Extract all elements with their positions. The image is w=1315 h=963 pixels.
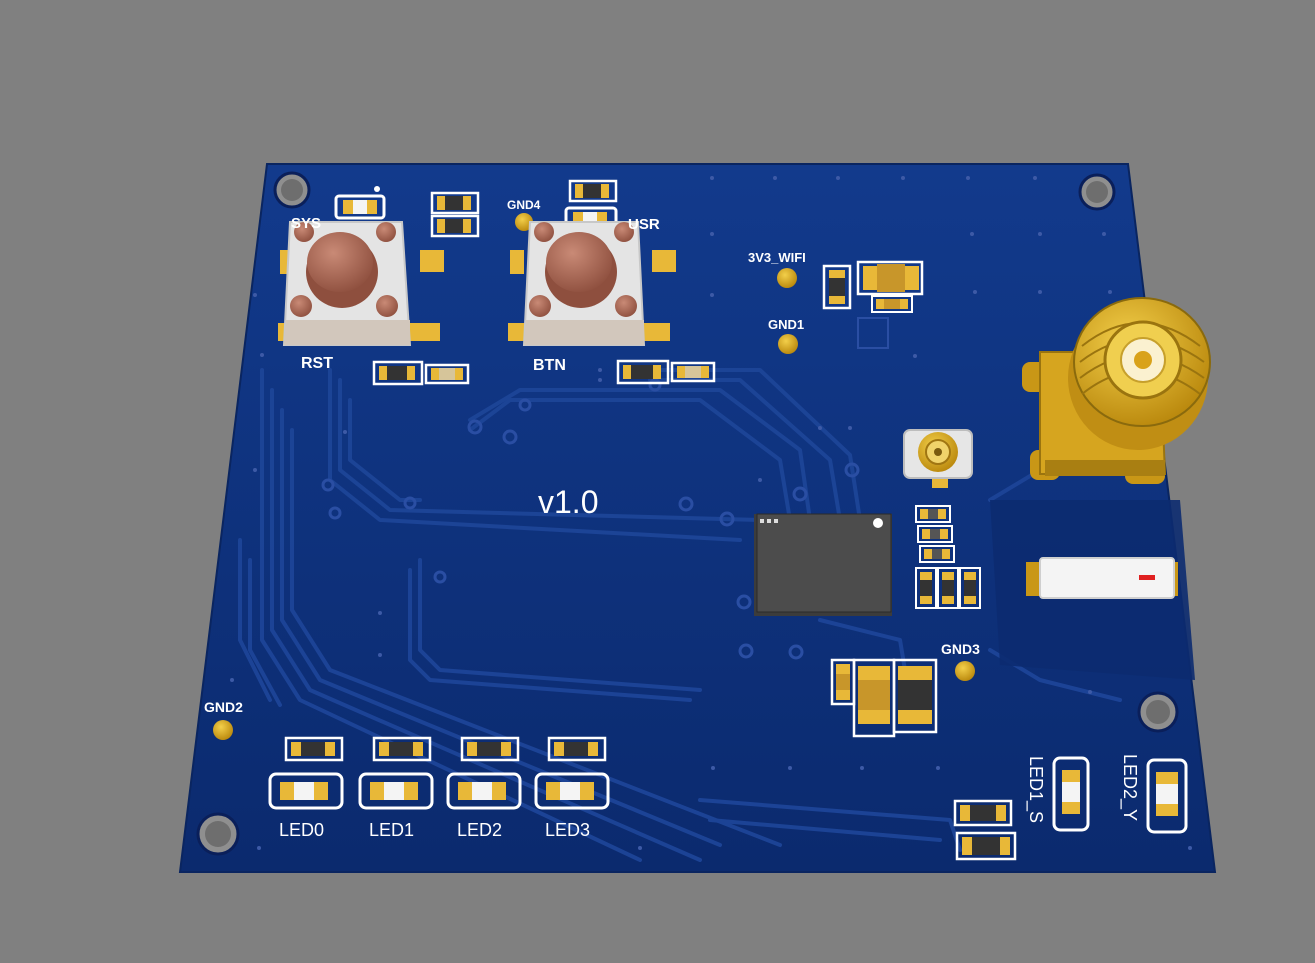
label-gnd3: GND3 — [941, 641, 980, 657]
label-led3: LED3 — [545, 820, 590, 840]
label-led2-y: LED2_Y — [1119, 754, 1140, 821]
label-btn: BTN — [533, 357, 566, 374]
sys-led — [334, 186, 386, 220]
wifi-power-components — [822, 260, 924, 349]
mounting-hole-icon — [1137, 691, 1179, 733]
resistor-group-top — [430, 179, 618, 238]
mounting-hole-icon — [273, 171, 311, 209]
led-row — [268, 736, 610, 810]
via-group — [230, 176, 1192, 852]
label-gnd2: GND2 — [204, 699, 243, 715]
label-rst: RST — [301, 355, 333, 372]
test-point-gnd1 — [778, 334, 798, 354]
mounting-hole-icon — [1078, 173, 1116, 211]
label-sys: SYS — [291, 215, 321, 232]
via-ring-group — [321, 378, 860, 660]
label-gnd4: GND4 — [507, 198, 541, 212]
tactile-switch-icon[interactable] — [278, 221, 444, 346]
label-led1-s: LED1_S — [1025, 756, 1046, 823]
led1-component — [358, 736, 434, 810]
ufl-connector-icon — [903, 429, 973, 488]
label-led0: LED0 — [279, 820, 324, 840]
label-led2: LED2 — [457, 820, 502, 840]
version-label: v1.0 — [538, 484, 598, 520]
led2-component — [446, 736, 522, 810]
power-components — [830, 658, 938, 738]
label-usr: USR — [628, 216, 660, 233]
chip-antenna — [1026, 557, 1178, 599]
sma-connector-icon — [1022, 297, 1211, 484]
label-led1: LED1 — [369, 820, 414, 840]
test-point-gnd3 — [955, 661, 975, 681]
test-point-gnd4 — [515, 213, 533, 231]
led3-component — [534, 736, 610, 810]
label-gnd1: GND1 — [768, 317, 804, 332]
mcu-chip — [754, 513, 892, 616]
tactile-switch-icon[interactable] — [508, 221, 676, 346]
label-3v3-wifi: 3V3_WIFI — [748, 250, 806, 265]
test-point-3v3-wifi — [777, 268, 797, 288]
led0-component — [268, 736, 344, 810]
test-point-gnd2 — [213, 720, 233, 740]
passive-cluster — [915, 505, 981, 609]
resistor-group-mid — [372, 359, 716, 386]
mounting-hole-icon — [196, 812, 240, 856]
status-components — [953, 756, 1188, 861]
